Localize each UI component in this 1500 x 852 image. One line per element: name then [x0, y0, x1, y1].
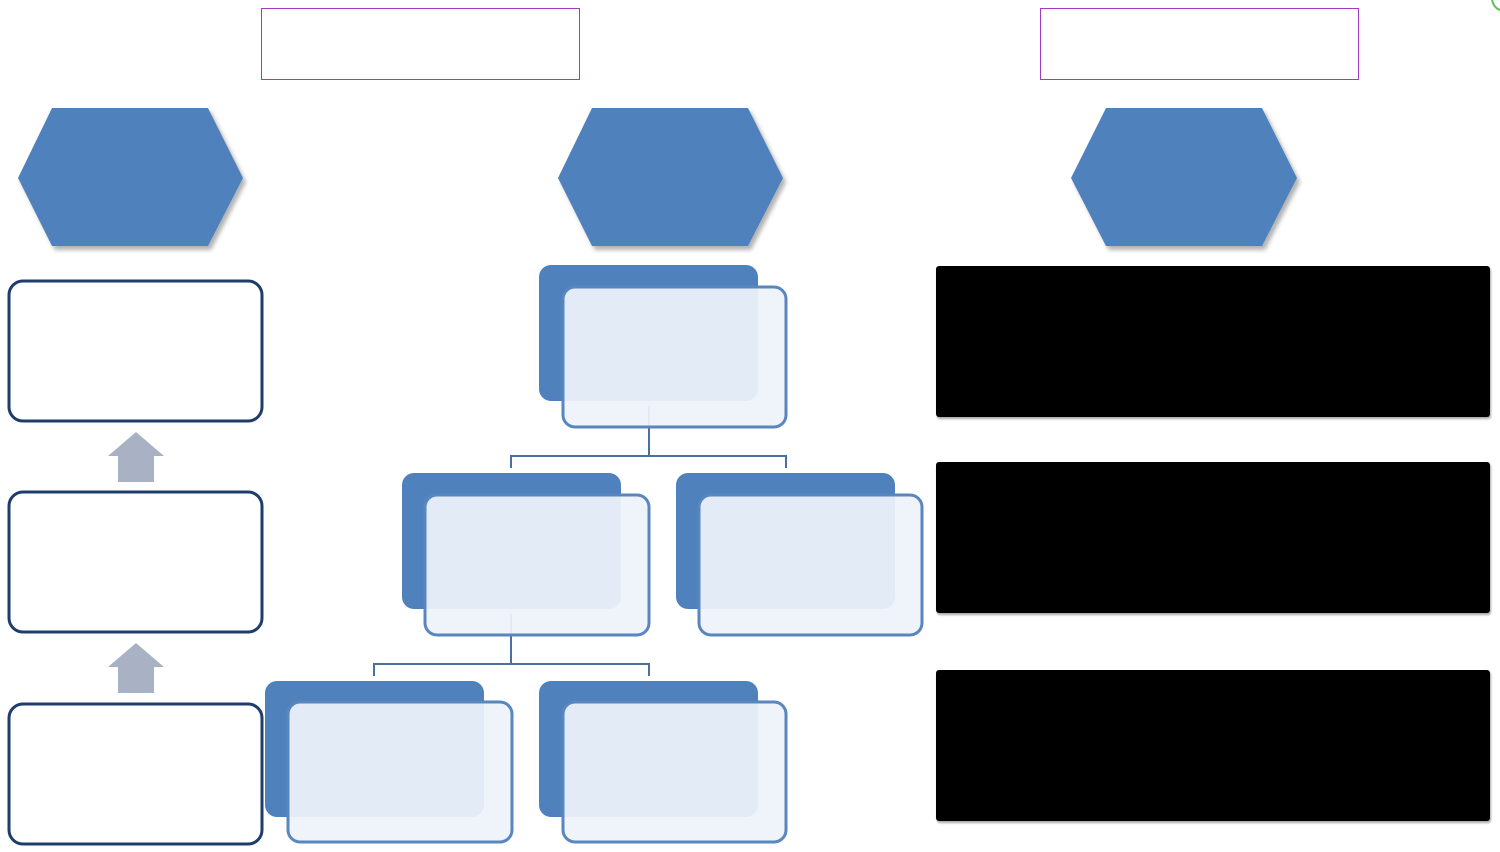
header-box-left — [261, 8, 580, 80]
org-node-level3-right — [539, 681, 788, 844]
left-box-middle — [7, 490, 264, 634]
hexagon-left — [18, 108, 243, 246]
corner-arc-decoration — [1491, 0, 1500, 11]
up-arrow-lower — [108, 643, 164, 693]
hexagon-right — [1071, 108, 1297, 246]
up-arrow-upper — [108, 432, 164, 482]
org-node-level3-left — [265, 681, 514, 844]
header-box-right — [1040, 8, 1359, 80]
org-node-level2-right — [676, 473, 924, 637]
left-box-top — [7, 279, 264, 423]
right-panel-middle — [936, 462, 1490, 613]
hexagon-center — [558, 108, 783, 246]
right-panel-top — [936, 266, 1490, 417]
left-box-bottom — [7, 702, 264, 846]
org-node-level2-left — [402, 473, 651, 637]
right-panel-bottom — [936, 670, 1490, 821]
org-node-root — [539, 265, 788, 429]
